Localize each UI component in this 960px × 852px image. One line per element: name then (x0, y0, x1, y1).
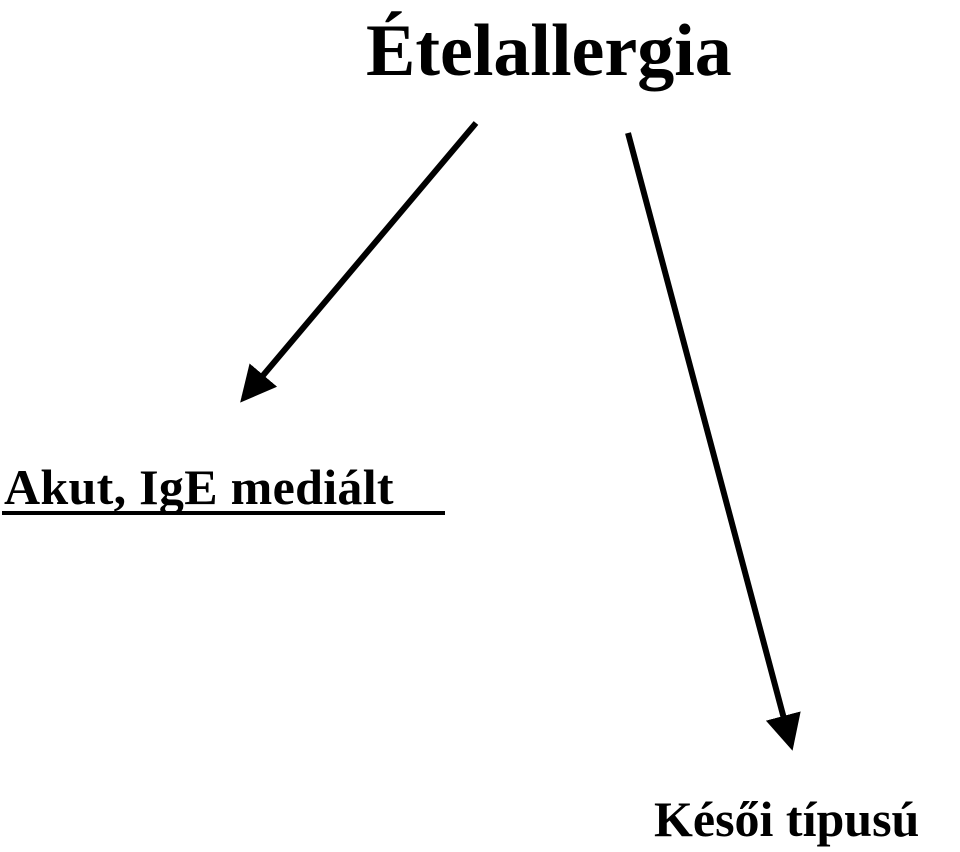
arrow-to-delayed (625, 132, 801, 751)
acute-label-underline (2, 511, 445, 515)
child-node-acute-label: Akut, IgE mediált (4, 459, 394, 515)
arrow-to-acute (240, 121, 479, 403)
root-node-label: Ételallergia (366, 10, 732, 92)
child-node-delayed-label: Késői típusú (654, 791, 920, 847)
